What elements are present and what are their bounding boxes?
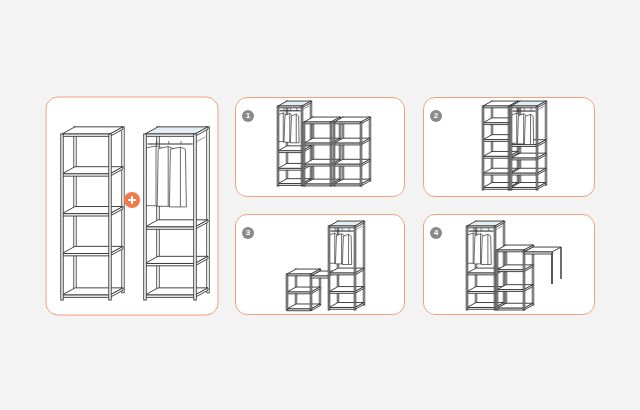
callout-number: 1 <box>242 110 254 122</box>
option-panel: 3 <box>235 214 405 315</box>
wardrobe-unit <box>144 127 210 300</box>
callout-number: 4 <box>430 227 442 239</box>
panel-ground <box>235 214 405 315</box>
wardrobe-unit <box>328 221 365 310</box>
callout-number: 2 <box>430 110 442 122</box>
panel-ground <box>423 97 595 197</box>
option-panel: 4 <box>423 214 595 315</box>
desk-board <box>524 247 561 284</box>
panel-ground <box>46 97 218 315</box>
wardrobe-unit <box>466 221 505 310</box>
plus-icon <box>124 192 140 208</box>
callout-number: 3 <box>242 227 254 239</box>
panel-ground <box>235 97 405 197</box>
wardrobe-unit <box>510 101 547 190</box>
shelf-unit <box>333 117 371 186</box>
shelf-unit <box>61 127 124 300</box>
panel-ground <box>423 214 595 315</box>
shelf-unit <box>496 245 534 310</box>
shelf-unit <box>303 117 341 186</box>
option-panel: 1 <box>235 97 405 197</box>
option-panel: 2 <box>423 97 595 197</box>
